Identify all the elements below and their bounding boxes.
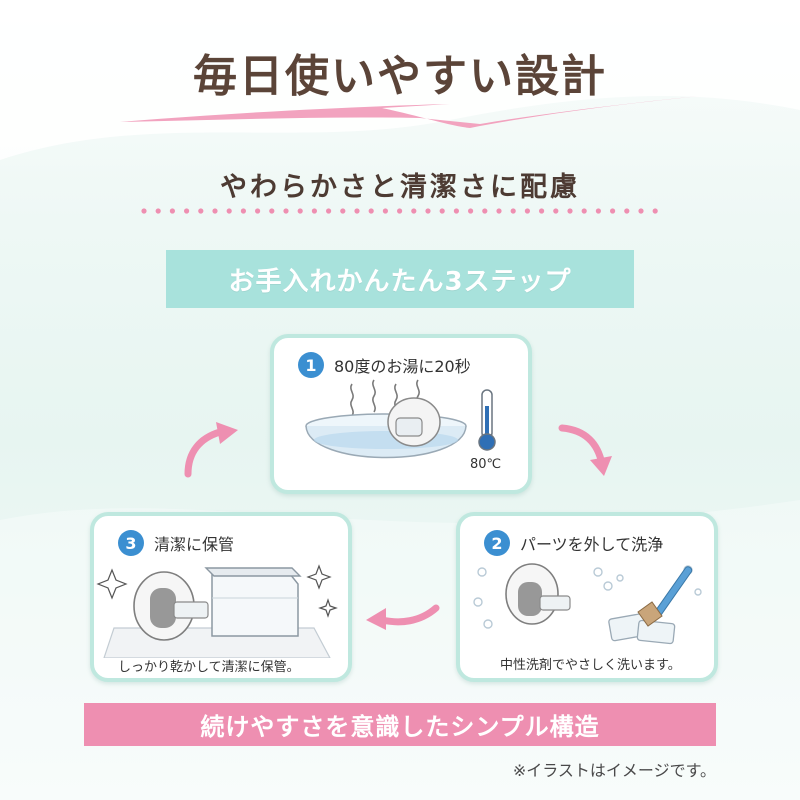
divider-dot — [184, 208, 190, 214]
divider-dot — [610, 208, 616, 214]
divider-dot — [496, 208, 502, 214]
brush-icon — [473, 563, 702, 645]
divider-dot — [198, 208, 204, 214]
step-3-caption: しっかり乾かして清潔に保管。 — [118, 660, 300, 675]
bottom-band: 続けやすさを意識したシンプル構造 — [84, 703, 716, 746]
divider-dot — [141, 208, 147, 214]
divider-dot — [283, 208, 289, 214]
steps-banner-label: お手入れかんたん3ステップ — [228, 266, 572, 297]
divider-dot — [382, 208, 388, 214]
step-2-number-badge: 2 — [484, 530, 510, 556]
pink-swoosh-decoration — [120, 96, 700, 128]
step-2-card: 2 パーツを外して洗浄 中性洗剤でやさしく洗います。 — [456, 512, 718, 682]
step-1-header: 1 80度のお湯に20秒 — [298, 352, 471, 378]
step-3-number-badge: 3 — [118, 530, 144, 556]
divider-dot — [326, 208, 332, 214]
divider-dot — [411, 208, 417, 214]
page-subtitle: やわらかさと清潔さに配慮 — [220, 172, 580, 203]
divider-dot — [595, 208, 601, 214]
divider-dot — [624, 208, 630, 214]
divider-dot — [510, 208, 516, 214]
divider-dot — [439, 208, 445, 214]
divider-dot — [340, 208, 346, 214]
bottom-band-text: 続けやすさを意識したシンプル構造 — [200, 712, 600, 741]
bowl-thermometer-icon: 80℃ — [305, 379, 501, 472]
arrow-step3-to-step1-icon — [184, 422, 238, 478]
storage-container-icon — [96, 564, 338, 658]
divider-dot — [539, 208, 545, 214]
divider-dot — [255, 208, 261, 214]
steps-banner: お手入れかんたん3ステップ — [166, 250, 634, 308]
divider-dot — [453, 208, 459, 214]
arrow-step2-to-step3-icon — [366, 604, 440, 630]
divider-dot — [553, 208, 559, 214]
divider-dot — [297, 208, 303, 214]
step-1-number-badge: 1 — [298, 352, 324, 378]
step-1-card: 1 80度のお湯に20秒 80℃ — [270, 334, 532, 494]
divider-dot — [354, 208, 360, 214]
dotted-divider — [141, 208, 658, 214]
arrow-step1-to-step2-icon — [558, 424, 612, 476]
divider-dot — [368, 208, 374, 214]
divider-dot — [397, 208, 403, 214]
step-1-temp-label: 80℃ — [470, 457, 501, 472]
divider-dot — [240, 208, 246, 214]
step-2-title: パーツを外して洗浄 — [520, 535, 664, 554]
divider-dot — [567, 208, 573, 214]
page-title: 毎日使いやすい設計 — [193, 51, 607, 102]
divider-dot — [482, 208, 488, 214]
step-3-header: 3 清潔に保管 — [118, 530, 234, 556]
step-2-header: 2 パーツを外して洗浄 — [484, 530, 663, 556]
divider-dot — [226, 208, 232, 214]
step-3-title: 清潔に保管 — [154, 535, 235, 554]
divider-dot — [212, 208, 218, 214]
divider-dot — [638, 208, 644, 214]
divider-dot — [652, 208, 658, 214]
step-3-card: 3 清潔に保管 しっかり乾かして清潔に保管。 — [90, 512, 352, 682]
divider-dot — [581, 208, 587, 214]
illustration-note: ※イラストはイメージです。 — [512, 761, 716, 780]
divider-dot — [468, 208, 474, 214]
divider-dot — [524, 208, 530, 214]
divider-dot — [169, 208, 175, 214]
step-1-title: 80度のお湯に20秒 — [334, 357, 471, 376]
divider-dot — [269, 208, 275, 214]
divider-dot — [425, 208, 431, 214]
step-2-caption: 中性洗剤でやさしく洗います。 — [500, 658, 681, 673]
divider-dot — [311, 208, 317, 214]
divider-dot — [155, 208, 161, 214]
